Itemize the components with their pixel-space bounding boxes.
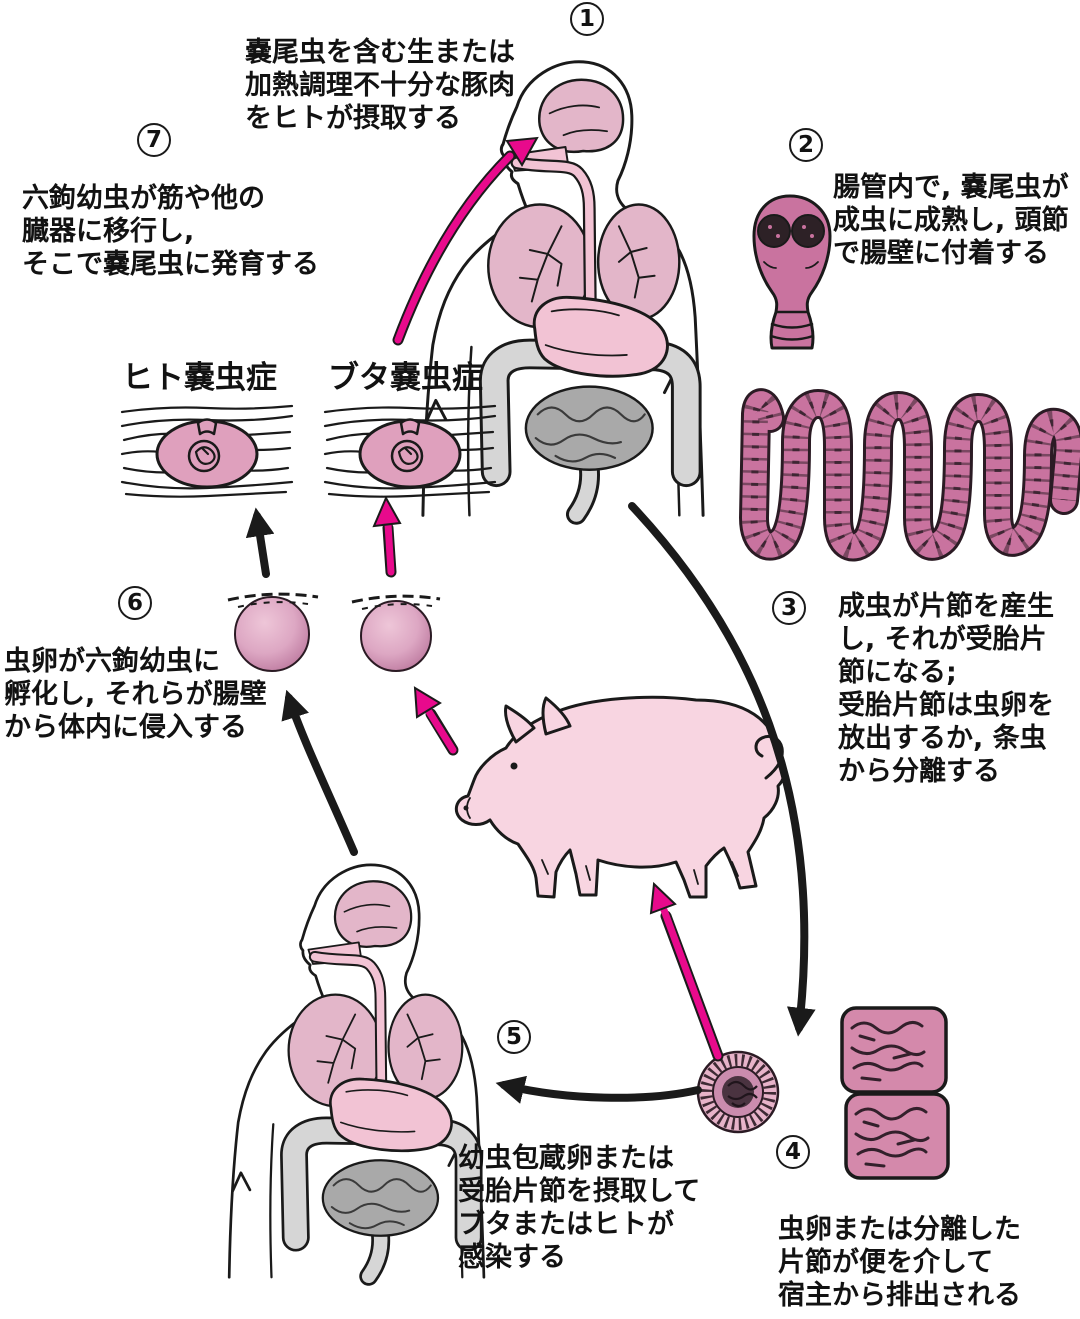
step-1-caption: 嚢尾虫を含む生または 加熱調理不十分な豚肉 をヒトが摂取する: [245, 36, 515, 135]
arrow-egg-to-pig-magenta: [649, 881, 724, 1062]
step-1-badge: 1: [570, 2, 604, 36]
step-2-line-2: 成虫に成熟し, 頭節: [833, 205, 1069, 236]
arrow-egg-to-bottom-human-black: [495, 1075, 702, 1104]
step-3-badge: 3: [772, 591, 806, 625]
step-6-line-3: から体内に侵入する: [4, 712, 247, 743]
step-1-line-2: 加熱調理不十分な豚肉: [245, 70, 515, 101]
step-2-line-1: 腸管内で, 嚢尾虫が: [833, 172, 1069, 203]
arrow-pig-to-oncosphere-magenta: [413, 686, 459, 756]
tapeworm-egg: [696, 1050, 780, 1134]
step-4-badge: 4: [776, 1135, 810, 1169]
step-3-line-3: 節になる;: [838, 657, 957, 688]
adult-tapeworm-coil: [739, 388, 1080, 562]
step-3-caption: 成虫が片節を産生 し, それが受胎片 節になる; 受胎片節は虫卵を 放出するか,…: [838, 590, 1054, 788]
step-7-badge: 7: [137, 123, 171, 157]
step-5-caption: 幼虫包蔵卵または 受胎片節を摂取して ブタまたはヒトが 感染する: [458, 1142, 700, 1274]
human-figure-bottom: [229, 865, 484, 1277]
step-5-badge: 5: [497, 1020, 531, 1054]
gravid-proglottids: [840, 1006, 950, 1180]
step-2-line-3: で腸壁に付着する: [833, 238, 1049, 269]
step-7-line-3: そこで嚢尾虫に発育する: [22, 249, 319, 280]
step-6-line-1: 虫卵が六鉤幼虫に: [4, 646, 220, 677]
step-3-line-6: から分離する: [838, 756, 1000, 787]
step-5-line-2: 受胎片節を摂取して: [458, 1176, 701, 1207]
step-1-line-1: 嚢尾虫を含む生または: [245, 37, 515, 68]
step-5-line-3: ブタまたはヒトが: [458, 1209, 674, 1240]
step-4-line-1: 虫卵または分離した: [778, 1214, 1021, 1245]
step-6-line-2: 孵化し, それらが腸壁: [4, 679, 267, 710]
step-5-line-4: 感染する: [458, 1242, 566, 1273]
step-1-line-3: をヒトが摂取する: [245, 103, 461, 134]
arrow-oncosphere-to-human-cyst-black: [245, 507, 275, 578]
oncosphere-left: [227, 592, 319, 672]
step-2-badge: 2: [789, 128, 823, 162]
step-7-line-2: 臓器に移行し,: [22, 216, 195, 247]
step-6-badge: 6: [118, 586, 152, 620]
arrow-bottom-human-to-oncosphere-black: [281, 689, 358, 856]
step-3-line-5: 放出するか, 条虫: [838, 723, 1047, 754]
step-4-line-2: 片節が便を介して: [778, 1247, 994, 1278]
step-7-caption: 六鉤幼虫が筋や他の 臓器に移行し, そこで嚢尾虫に発育する: [22, 182, 319, 281]
step-3-line-4: 受胎片節は虫卵を: [838, 690, 1054, 721]
tapeworm-scolex: [752, 194, 832, 350]
pig-cysticercosis-label: ブタ嚢虫症: [328, 360, 483, 396]
arrow-pork-to-mouth-magenta: [392, 136, 539, 346]
step-4-line-3: 宿主から排出される: [778, 1280, 1021, 1311]
step-4-caption: 虫卵または分離した 片節が便を介して 宿主から排出される: [778, 1213, 1021, 1312]
cysticercus-human-muscle: [120, 404, 294, 499]
step-2-caption: 腸管内で, 嚢尾虫が 成虫に成熟し, 頭節 で腸壁に付着する: [833, 171, 1069, 270]
arrow-oncosphere-to-pig-cyst-magenta: [372, 495, 402, 578]
step-3-line-2: し, それが受胎片: [838, 624, 1047, 655]
oncosphere-right: [351, 594, 441, 672]
step-6-caption: 虫卵が六鉤幼虫に 孵化し, それらが腸壁 から体内に侵入する: [4, 645, 267, 744]
step-3-line-1: 成虫が片節を産生: [838, 591, 1054, 622]
human-cysticercosis-label: ヒト嚢虫症: [122, 360, 277, 396]
step-7-line-1: 六鉤幼虫が筋や他の: [22, 183, 265, 214]
arrow-human-to-egg-black: [628, 502, 816, 1037]
step-5-line-1: 幼虫包蔵卵または: [458, 1143, 674, 1174]
pig-illustration: [454, 695, 786, 899]
